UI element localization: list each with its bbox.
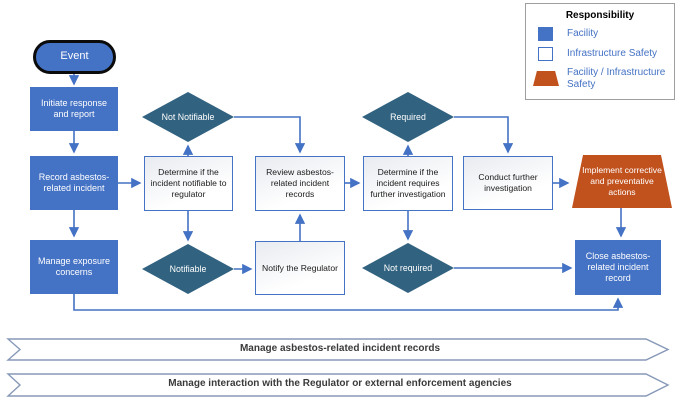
not-required-label: Not required (383, 262, 433, 273)
notify-regulator-step: Notify the Regulator (255, 241, 345, 295)
legend-item-facility-infrastructure: Facility / Infrastructure Safety (533, 67, 674, 90)
arrow-required-to-conduct (454, 116, 514, 154)
review-records-label: Review asbestos-related incident records (266, 167, 334, 199)
conduct-investigation-label: Conduct further investigation (478, 172, 538, 193)
close-record-label: Close asbestos-related incident record (585, 250, 651, 284)
facility-infrastructure-label: Facility / Infrastructure Safety (567, 67, 666, 90)
legend-item-infrastructure-safety: Infrastructure Safety (538, 47, 674, 61)
not-notifiable-label: Not Notifiable (161, 111, 215, 122)
band-arrow-2 (6, 373, 670, 397)
manage-exposure-label: Manage exposure concerns (37, 255, 111, 277)
determine-notifiable-label: Determine if the incident notifiable to … (150, 167, 227, 199)
band-arrow-1 (6, 338, 670, 361)
notifiable-label: Notifiable (169, 263, 207, 274)
event-terminator: Event (33, 40, 116, 74)
infrastructure-safety-label: Infrastructure Safety (567, 48, 658, 60)
legend-item-facility: Facility (538, 27, 674, 41)
close-record-step: Close asbestos-related incident record (575, 240, 661, 295)
determine-investigation-step: Determine if the incident requires furth… (363, 156, 453, 211)
facility-label: Facility (567, 28, 599, 40)
initiate-response-label: Initiate response and report (40, 97, 108, 119)
initiate-response-step: Initiate response and report (30, 87, 118, 131)
record-incident-label: Record asbestos-related incident (38, 171, 110, 193)
band-2-label: Manage interaction with the Regulator or… (168, 378, 512, 389)
conduct-investigation-step: Conduct further investigation (463, 156, 553, 210)
implement-actions-label: Implement corrective and preventative ac… (582, 165, 662, 197)
facility-swatch (538, 27, 553, 41)
arrow-manage-to-close (73, 294, 624, 311)
implement-actions-step: Implement corrective and preventative ac… (572, 155, 672, 208)
arrow-not-notifiable-to-review (234, 116, 306, 154)
event-label: Event (60, 50, 89, 63)
band-1-label: Manage asbestos-related incident records (239, 343, 441, 354)
review-records-step: Review asbestos-related incident records (255, 156, 345, 211)
facility-infrastructure-swatch (533, 71, 559, 86)
required-label: Required (390, 111, 426, 122)
legend-title: Responsibility (565, 10, 635, 21)
determine-notifiable-step: Determine if the incident notifiable to … (144, 156, 233, 211)
manage-exposure-step: Manage exposure concerns (30, 240, 118, 294)
record-incident-step: Record asbestos-related incident (30, 156, 118, 210)
infrastructure-safety-swatch (538, 47, 553, 61)
responsibility-legend: Responsibility Facility Infrastructure S… (525, 3, 675, 100)
determine-investigation-label: Determine if the incident requires furth… (370, 167, 446, 199)
notify-regulator-label: Notify the Regulator (262, 262, 338, 273)
